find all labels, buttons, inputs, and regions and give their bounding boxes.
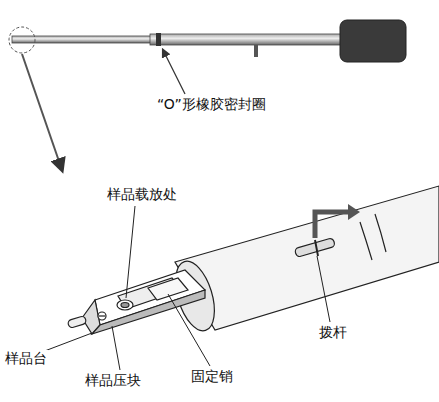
leader-lines (42, 206, 330, 370)
part-label: 样品压块 (84, 372, 142, 388)
holder-rod (9, 20, 406, 170)
part-label: 拨杆 (318, 324, 348, 340)
part-label: 固定销 (190, 368, 234, 384)
holder-tip (67, 186, 439, 335)
part-label: 样品台 (4, 350, 48, 366)
part-label: “O”形橡胶密封圈 (156, 96, 267, 112)
part-label: 样品载放处 (106, 186, 178, 202)
